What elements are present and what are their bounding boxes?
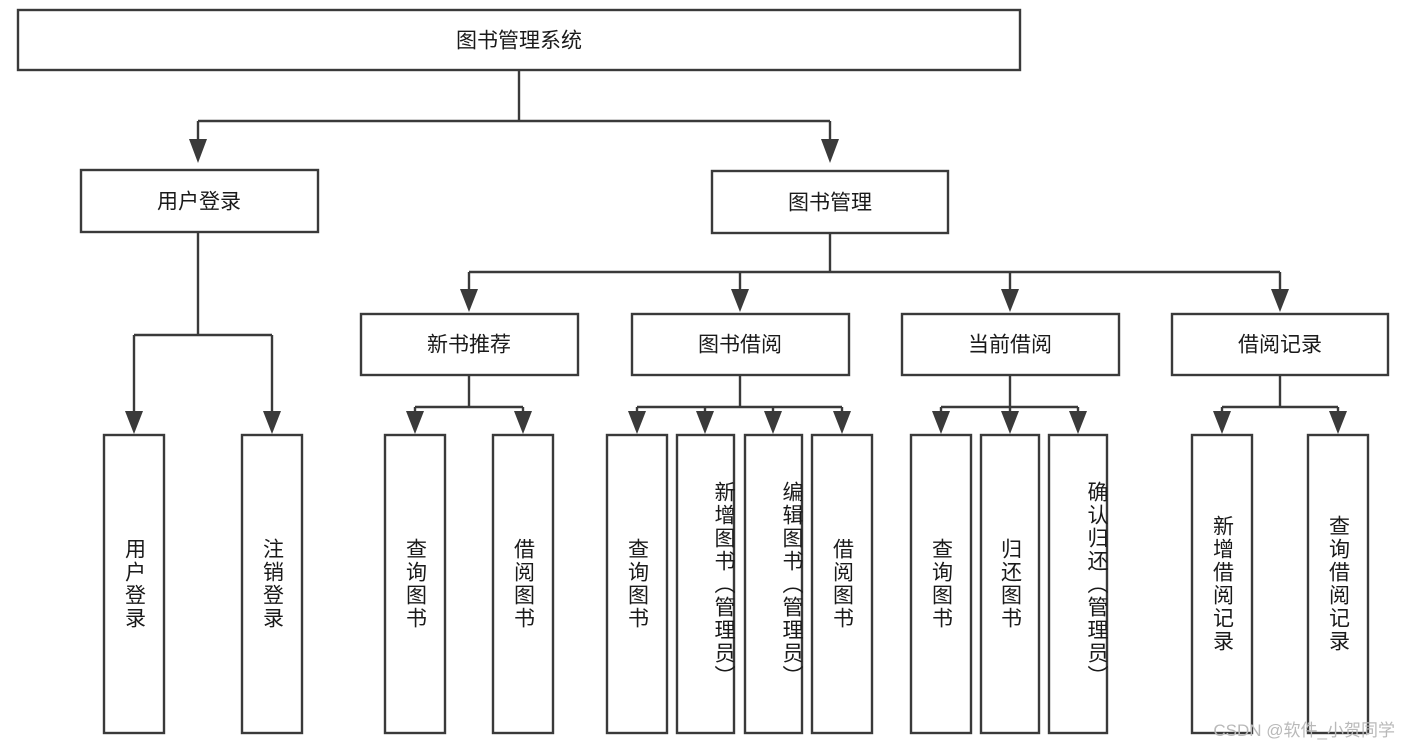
node-leaf-user-logout[interactable] [240, 433, 304, 735]
watermark-text: CSDN @软件_小贺同学 [1213, 721, 1395, 740]
node-new-book-recommend[interactable] [359, 312, 580, 377]
node-borrow-record[interactable] [1170, 312, 1390, 377]
connector-group-borrow [628, 375, 851, 434]
arrow-userlogin-leaf-2 [263, 411, 281, 434]
arrow-userlogin-leaf-1 [125, 411, 143, 434]
node-leaf-record-add[interactable] [1190, 433, 1254, 735]
node-leaf-newbook-borrow[interactable] [491, 433, 555, 735]
node-leaf-current-return[interactable] [979, 433, 1041, 735]
arrow-root-to-userlogin [189, 139, 207, 163]
connector-group-bookmgmt [460, 233, 1289, 312]
node-leaf-current-confirm[interactable] [1047, 433, 1109, 735]
arrow-borrow-leaf-4 [833, 411, 851, 434]
node-current-borrow-label: 当前借阅 [968, 334, 1052, 357]
arrow-record-leaf-2 [1329, 411, 1347, 434]
node-user-login[interactable] [79, 168, 320, 234]
arrow-borrow-leaf-3 [764, 411, 782, 434]
connector-group-userlogin [125, 232, 281, 434]
connector-group-root [189, 70, 839, 163]
node-leaf-current-query[interactable] [909, 433, 973, 735]
node-new-book-recommend-label: 新书推荐 [427, 334, 511, 357]
node-leaf-borrow-query[interactable] [605, 433, 669, 735]
node-leaf-borrow-add[interactable] [675, 433, 736, 735]
node-borrow-record-label: 借阅记录 [1238, 334, 1322, 357]
arrow-bookmgmt-to-borrow [731, 289, 749, 312]
arrow-current-leaf-3 [1069, 411, 1087, 434]
node-leaf-newbook-query[interactable] [383, 433, 447, 735]
node-book-management-label: 图书管理 [788, 192, 872, 215]
arrow-bookmgmt-to-current [1001, 289, 1019, 312]
connector-group-newbook [406, 375, 532, 434]
arrow-borrow-leaf-2 [696, 411, 714, 434]
arrow-newbook-leaf-1 [406, 411, 424, 434]
node-leaf-user-login[interactable] [102, 433, 166, 735]
arrow-record-leaf-1 [1213, 411, 1231, 434]
connector-group-current [932, 375, 1087, 434]
arrow-bookmgmt-to-record [1271, 289, 1289, 312]
node-book-borrow[interactable] [630, 312, 851, 377]
node-root[interactable] [16, 8, 1022, 72]
node-leaf-borrow-lend[interactable] [810, 433, 874, 735]
node-user-login-label: 用户登录 [157, 191, 241, 214]
connector-group-record [1213, 375, 1347, 434]
arrow-newbook-leaf-2 [514, 411, 532, 434]
node-leaf-record-query[interactable] [1306, 433, 1370, 735]
arrow-root-to-bookmgmt [821, 139, 839, 163]
node-current-borrow[interactable] [900, 312, 1121, 377]
arrow-bookmgmt-to-newbook [460, 289, 478, 312]
arrow-current-leaf-1 [932, 411, 950, 434]
node-book-borrow-label: 图书借阅 [698, 334, 782, 357]
arrow-current-leaf-2 [1001, 411, 1019, 434]
node-root-label: 图书管理系统 [456, 30, 582, 53]
node-leaf-borrow-edit[interactable] [743, 433, 804, 735]
arrow-borrow-leaf-1 [628, 411, 646, 434]
node-book-management[interactable] [710, 169, 950, 235]
